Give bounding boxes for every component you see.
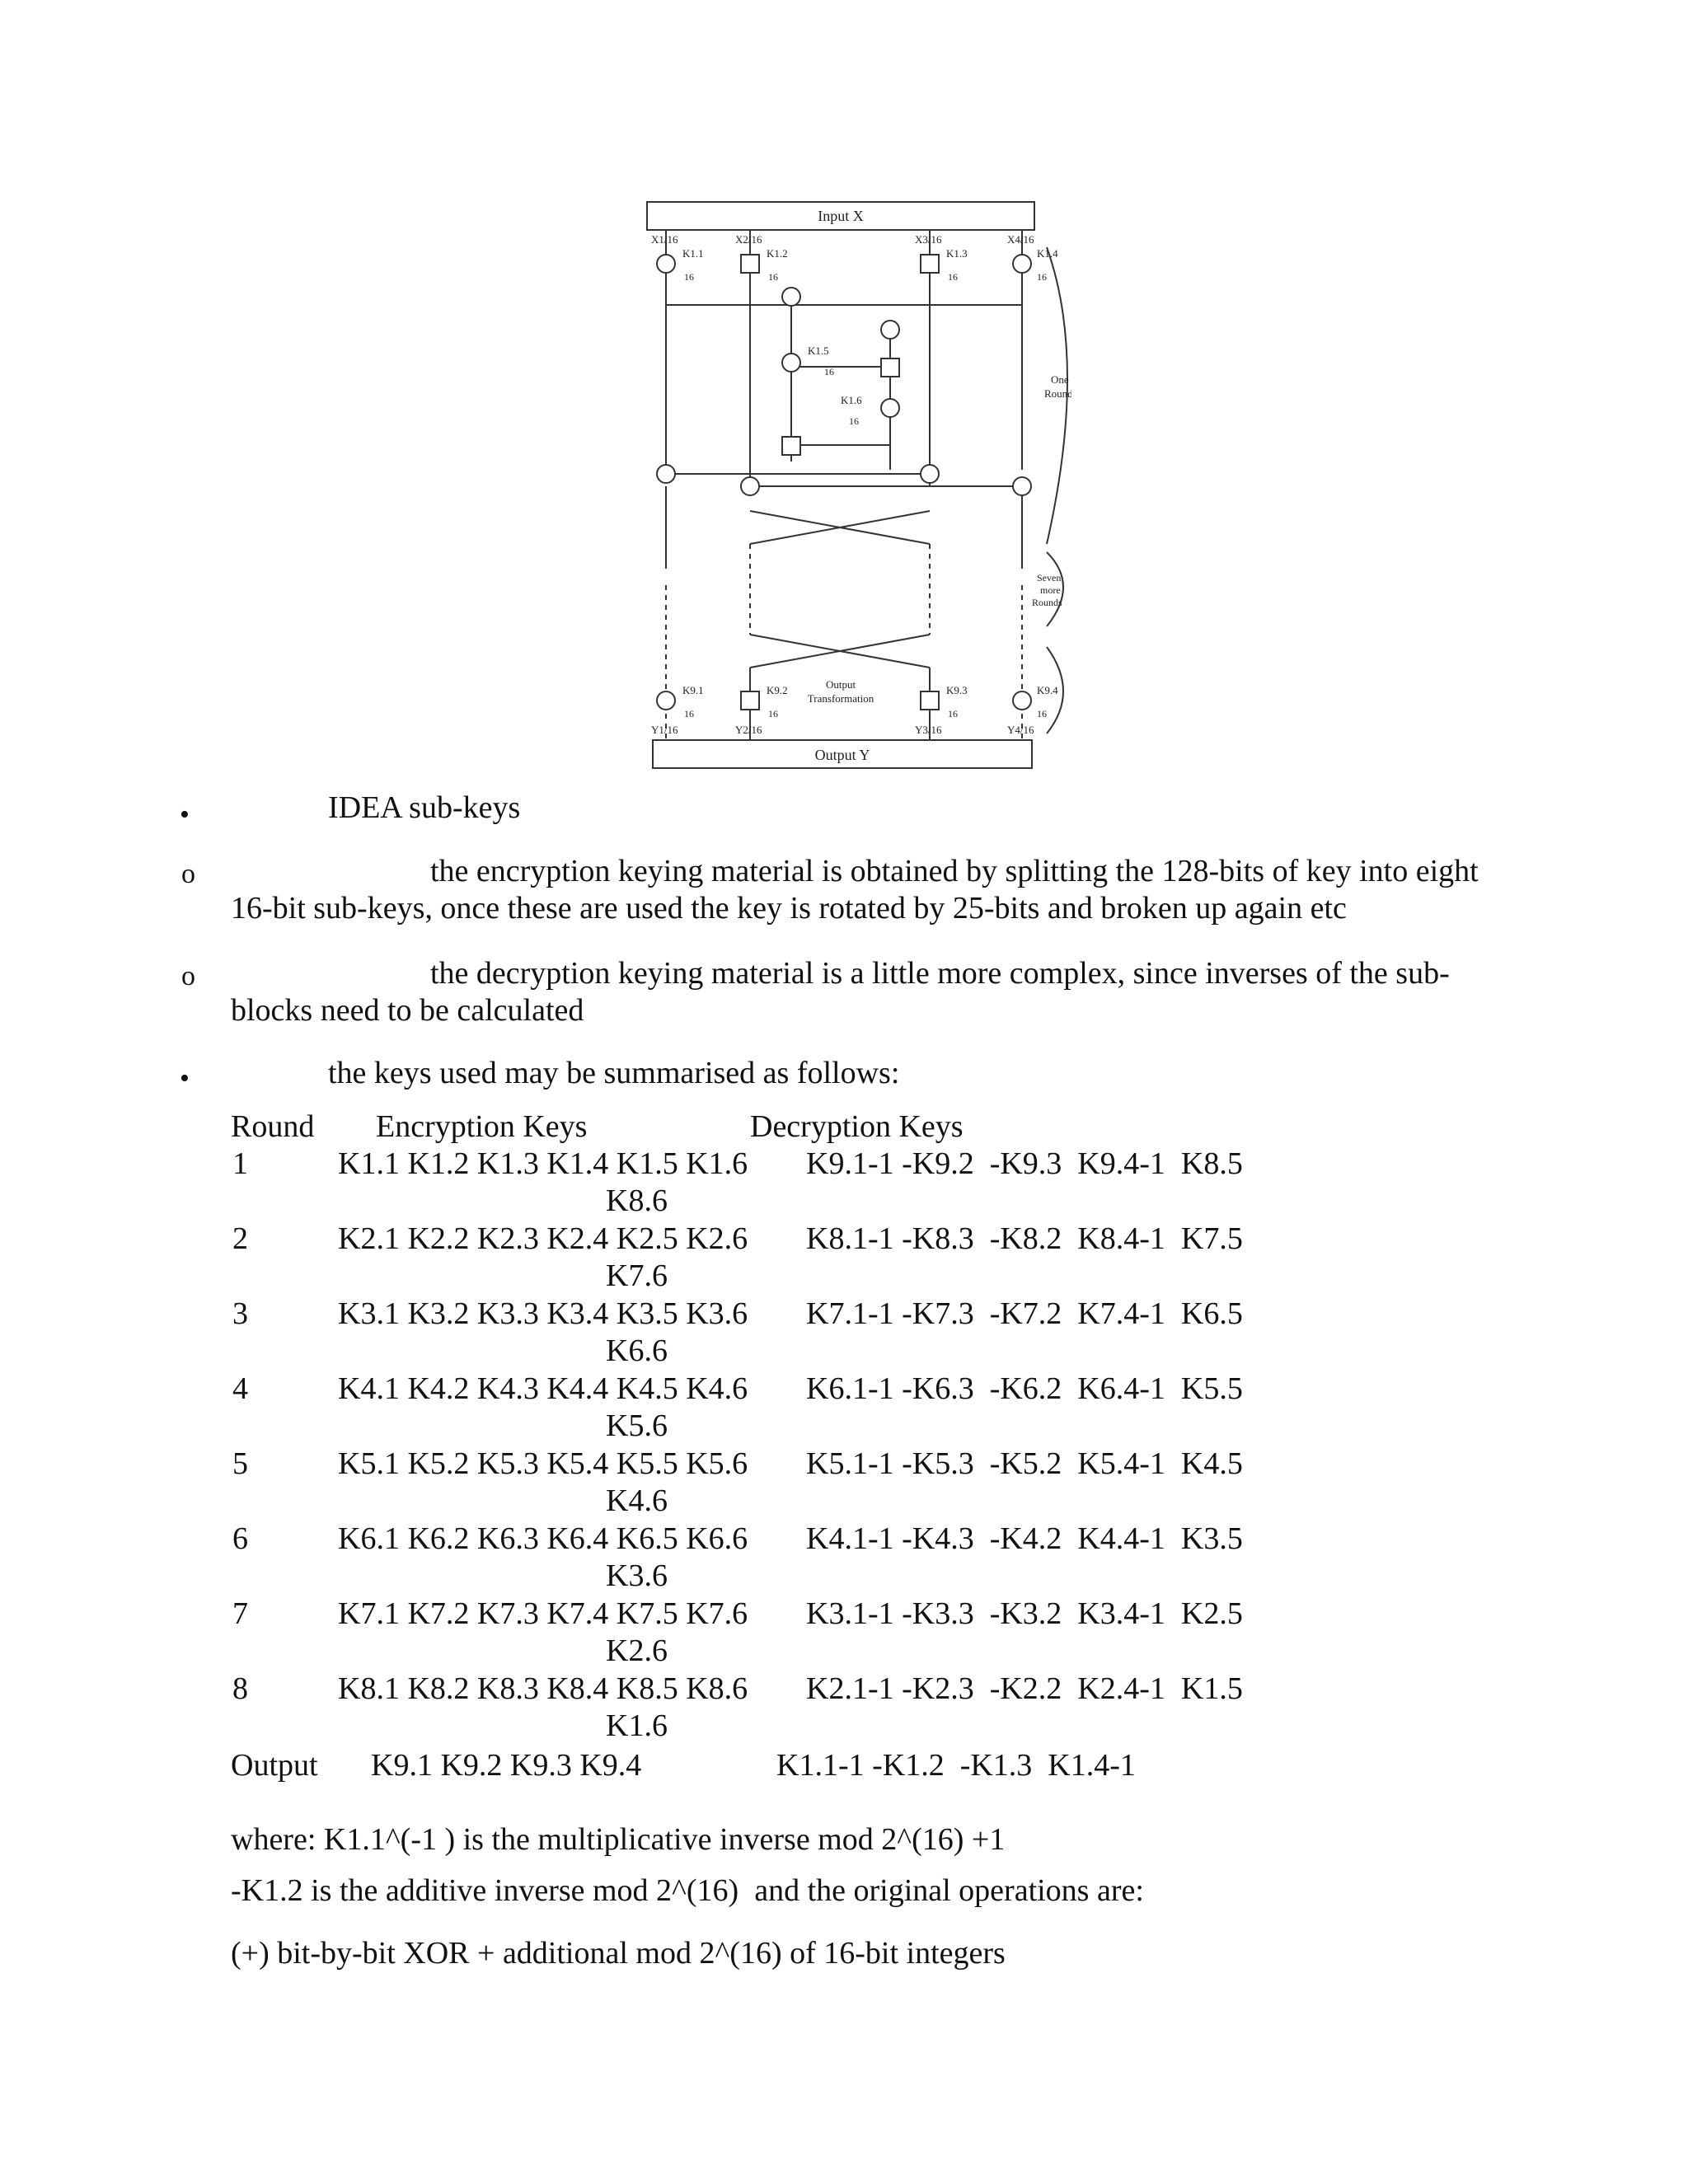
decryption-key-wrap: K8.6 <box>606 1183 668 1218</box>
decryption-key-wrap: K6.6 <box>606 1333 668 1368</box>
decryption-key-wrap: K4.6 <box>606 1483 668 1518</box>
decryption-key-wrap: K7.6 <box>606 1258 668 1293</box>
key-k1-1: K1.1 <box>682 247 704 260</box>
sub-bullet-circle: o <box>181 859 195 889</box>
sub-bullet-circle: o <box>181 961 195 991</box>
table-header-encryption: Encryption Keys <box>376 1109 588 1144</box>
decryption-keys: K5.1-1 -K5.3 -K5.2 K5.4-1 K4.5 <box>806 1446 1243 1481</box>
round-number: 3 <box>232 1296 248 1331</box>
round-number: 4 <box>232 1371 248 1406</box>
input-word-4: X4/16 <box>1007 233 1034 246</box>
output-label: Output Y <box>815 747 870 763</box>
bits-label: 16 <box>768 271 778 283</box>
round-number: 5 <box>232 1446 248 1481</box>
key-k1-2: K1.2 <box>767 247 788 260</box>
bits-label: 16 <box>849 415 859 427</box>
key-k1-3: K1.3 <box>946 247 968 260</box>
output-row-label: Output <box>231 1748 318 1783</box>
decryption-line-2: blocks need to be calculated <box>231 993 584 1028</box>
input-word-3: X3/16 <box>915 233 942 246</box>
encryption-keys: K3.1 K3.2 K3.3 K3.4 K3.5 K3.6 <box>338 1296 748 1331</box>
output-word-2: Y2/16 <box>735 724 762 736</box>
output-word-1: Y1/16 <box>651 724 678 736</box>
bits-label: 16 <box>1037 271 1047 283</box>
key-k1-4: K1.4 <box>1037 247 1058 260</box>
output-row-dec: K1.1-1 -K1.2 -K1.3 K1.4-1 <box>776 1748 1136 1783</box>
key-k9-1: K9.1 <box>682 684 704 696</box>
decryption-keys: K4.1-1 -K4.3 -K4.2 K4.4-1 K3.5 <box>806 1521 1243 1556</box>
one-round-label: One <box>1051 373 1069 386</box>
bullet-dot: • <box>180 799 190 830</box>
decryption-key-wrap: K3.6 <box>606 1558 668 1593</box>
bits-label: 16 <box>948 708 958 719</box>
encryption-keys: K5.1 K5.2 K5.3 K5.4 K5.5 K5.6 <box>338 1446 748 1481</box>
encryption-keys: K1.1 K1.2 K1.3 K1.4 K1.5 K1.6 <box>338 1146 748 1181</box>
round-number: 7 <box>232 1596 248 1631</box>
output-transformation-label: Output <box>826 678 856 691</box>
encryption-keying-paragraph: the encryption keying material is obtain… <box>231 852 1523 890</box>
input-word-2: X2/16 <box>735 233 762 246</box>
seven-rounds-label: more <box>1040 584 1061 596</box>
output-transformation-label: Transformation <box>808 692 874 705</box>
decryption-keys: K3.1-1 -K3.3 -K3.2 K3.4-1 K2.5 <box>806 1596 1243 1631</box>
key-k1-5: K1.5 <box>808 344 829 357</box>
bits-label: 16 <box>1037 708 1047 719</box>
bits-label: 16 <box>948 271 958 283</box>
output-box <box>652 739 1033 769</box>
seven-rounds-label: Seven <box>1037 572 1061 583</box>
seven-rounds-label: Rounds <box>1032 597 1062 608</box>
key-k9-2: K9.2 <box>767 684 788 696</box>
one-round-label: Round <box>1044 387 1071 400</box>
key-k9-3: K9.3 <box>946 684 968 696</box>
bits-label: 16 <box>824 366 834 377</box>
note-multiplicative-inverse: where: K1.1^(-1 ) is the multiplicative … <box>231 1822 1006 1857</box>
encryption-line-1: the encryption keying material is obtain… <box>430 854 1479 888</box>
idea-round-diagram: Input X Output Y X1/16 X2/16 X3/16 X4/16… <box>646 201 1071 769</box>
decryption-line-1: the decryption keying material is a litt… <box>430 956 1450 991</box>
bits-label: 16 <box>684 271 694 283</box>
bits-label: 16 <box>768 708 778 719</box>
decryption-key-wrap: K2.6 <box>606 1633 668 1668</box>
decryption-key-wrap: K5.6 <box>606 1408 668 1443</box>
round-number: 8 <box>232 1671 248 1706</box>
round-number: 2 <box>232 1221 248 1256</box>
encryption-keys: K2.1 K2.2 K2.3 K2.4 K2.5 K2.6 <box>338 1221 748 1256</box>
decryption-keys: K8.1-1 -K8.3 -K8.2 K8.4-1 K7.5 <box>806 1221 1243 1256</box>
output-word-4: Y4/16 <box>1007 724 1034 736</box>
bullet-keys-summary: the keys used may be summarised as follo… <box>328 1056 900 1090</box>
note-additive-inverse: -K1.2 is the additive inverse mod 2^(16)… <box>231 1873 1144 1908</box>
encryption-keys: K6.1 K6.2 K6.3 K6.4 K6.5 K6.6 <box>338 1521 748 1556</box>
round-number: 1 <box>232 1146 248 1181</box>
key-k1-6: K1.6 <box>841 394 862 406</box>
encryption-line-2: 16-bit sub-keys, once these are used the… <box>231 891 1347 926</box>
bullet-dot: • <box>180 1063 190 1094</box>
decryption-keys: K9.1-1 -K9.2 -K9.3 K9.4-1 K8.5 <box>806 1146 1243 1181</box>
decryption-keys: K7.1-1 -K7.3 -K7.2 K7.4-1 K6.5 <box>806 1296 1243 1331</box>
table-header-decryption: Decryption Keys <box>750 1109 964 1144</box>
output-row-enc: K9.1 K9.2 K9.3 K9.4 <box>371 1748 642 1783</box>
encryption-keys: K8.1 K8.2 K8.3 K8.4 K8.5 K8.6 <box>338 1671 748 1706</box>
decryption-keys: K6.1-1 -K6.3 -K6.2 K6.4-1 K5.5 <box>806 1371 1243 1406</box>
round-number: 6 <box>232 1521 248 1556</box>
output-word-3: Y3/16 <box>915 724 942 736</box>
encryption-keys: K4.1 K4.2 K4.3 K4.4 K4.5 K4.6 <box>338 1371 748 1406</box>
decryption-key-wrap: K1.6 <box>606 1708 668 1743</box>
encryption-keys: K7.1 K7.2 K7.3 K7.4 K7.5 K7.6 <box>338 1596 748 1631</box>
key-k9-4: K9.4 <box>1037 684 1058 696</box>
bits-label: 16 <box>684 708 694 719</box>
note-operations: (+) bit-by-bit XOR + additional mod 2^(1… <box>231 1936 1006 1971</box>
table-header-round: Round <box>231 1109 315 1144</box>
bullet-idea-subkeys: IDEA sub-keys <box>328 790 521 825</box>
decryption-keys: K2.1-1 -K2.3 -K2.2 K2.4-1 K1.5 <box>806 1671 1243 1706</box>
input-box <box>646 201 1035 231</box>
input-word-1: X1/16 <box>651 233 678 246</box>
input-label: Input X <box>818 208 864 224</box>
